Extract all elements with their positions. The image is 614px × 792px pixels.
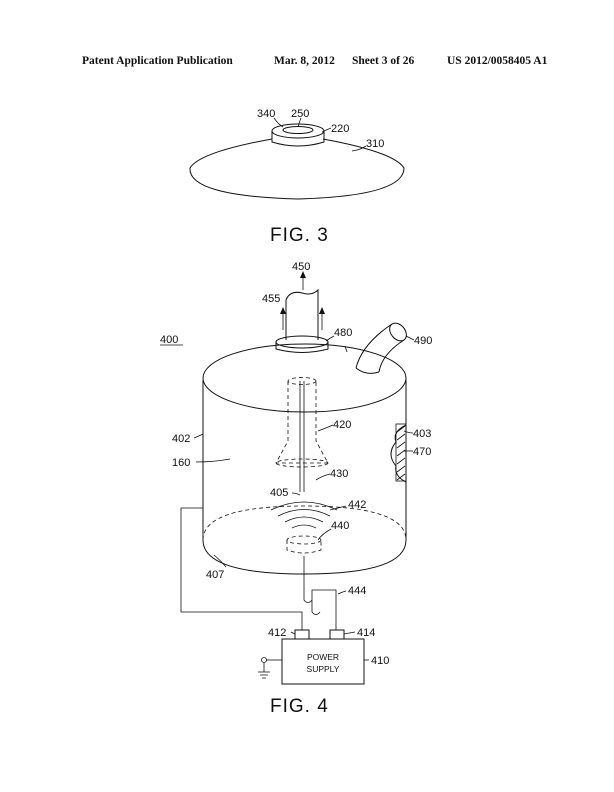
- leader-403: [403, 430, 414, 434]
- fig4-caption: FIG. 4: [270, 696, 329, 717]
- inner-tube-top: [287, 377, 317, 385]
- window-hatch-470: [396, 425, 406, 481]
- wire-emitter-444: [303, 556, 337, 630]
- waves-442: [270, 501, 338, 529]
- wire-ground-loop: [180, 507, 303, 630]
- leader-407: [213, 554, 227, 568]
- label-407: 407: [206, 569, 224, 581]
- tank-top: [202, 343, 407, 413]
- leader-480b: [344, 345, 348, 353]
- label-490: 490: [414, 335, 432, 347]
- arrow-450-head: [300, 271, 306, 278]
- inlet-elbow-inner: [378, 339, 405, 373]
- leader-405: [291, 492, 301, 496]
- inlet-elbow-outer: [355, 323, 393, 369]
- label-444: 444: [348, 585, 366, 597]
- leader-160: [195, 458, 231, 463]
- arrow-455-left-head: [280, 307, 286, 314]
- window-403: [395, 423, 407, 482]
- top-collar-side: [275, 342, 329, 353]
- leader-402: [193, 433, 204, 439]
- power-supply-line1: POWER: [307, 652, 339, 662]
- tank-bottom-back: [202, 505, 407, 541]
- fig3-label-220: 220: [331, 123, 349, 135]
- side-cutaway: [390, 424, 407, 483]
- leader-414: [343, 631, 356, 635]
- label-414: 414: [357, 627, 375, 639]
- label-402: 402: [172, 433, 190, 445]
- label-440: 440: [331, 520, 349, 532]
- fig3-leader-340: [273, 117, 284, 128]
- wire-crossover: [311, 600, 321, 615]
- leader-412: [290, 631, 296, 635]
- patent-number: US 2012/0058405 A1: [447, 55, 548, 67]
- fig3-disc-310: [189, 138, 405, 200]
- top-collar: [275, 335, 329, 349]
- leader-430: [315, 473, 331, 481]
- emitter-440-top: [286, 535, 322, 545]
- label-405: 405: [270, 487, 288, 499]
- power-supply-410: [281, 638, 365, 685]
- fig3-leader-310: [351, 145, 367, 152]
- label-400: 400: [160, 334, 178, 346]
- inlet-opening: [389, 322, 407, 342]
- fig3-leader-250: [297, 117, 302, 128]
- inner-tube-420: [275, 381, 329, 464]
- label-480: 480: [334, 327, 352, 339]
- label-410: 410: [371, 655, 389, 667]
- terminal-412: [294, 629, 310, 640]
- label-450: 450: [292, 261, 310, 273]
- fig3-label-340: 340: [257, 108, 275, 120]
- label-470: 470: [413, 446, 431, 458]
- fig3-opening-250: [282, 126, 314, 134]
- fig3-label-250: 250: [291, 108, 309, 120]
- leader-480: [325, 335, 335, 342]
- label-412: 412: [268, 627, 286, 639]
- fig3-drawing: 340 250 220 310 FIG. 3: [189, 108, 405, 246]
- arrow-455-right-head: [319, 307, 325, 314]
- label-420: 420: [333, 419, 351, 431]
- exhaust-pipe: [285, 288, 319, 340]
- fig3-leader-220: [321, 127, 332, 133]
- tank-bottom-front: [202, 539, 407, 575]
- label-403: 403: [413, 428, 431, 440]
- label-160: 160: [172, 457, 190, 469]
- label-442: 442: [348, 499, 366, 511]
- leader-490: [405, 335, 415, 341]
- leader-440: [317, 528, 332, 541]
- inlet-base: [355, 367, 380, 374]
- page-header: Patent Application Publication Mar. 8, 2…: [0, 55, 614, 71]
- fig4-drawing: POWER SUPPLY 450: [160, 261, 432, 717]
- leader-420: [317, 424, 334, 432]
- label-455: 455: [262, 293, 280, 305]
- publication-title: Patent Application Publication: [82, 55, 233, 67]
- leader-442: [329, 505, 347, 511]
- fig3-label-310: 310: [366, 138, 384, 150]
- ground-node: [261, 657, 267, 663]
- fig3-caption: FIG. 3: [270, 225, 329, 246]
- fig3-collar-side: [271, 131, 325, 147]
- ground-icon: [258, 663, 270, 679]
- leader-444: [337, 590, 347, 595]
- sheet-number: Sheet 3 of 26: [352, 55, 415, 67]
- label-430: 430: [330, 468, 348, 480]
- publication-date: Mar. 8, 2012: [274, 55, 335, 67]
- inner-tube-mouth: [275, 458, 329, 468]
- power-supply-line2: SUPPLY: [307, 664, 340, 674]
- terminal-414: [329, 629, 345, 640]
- emitter-440-body: [286, 540, 322, 554]
